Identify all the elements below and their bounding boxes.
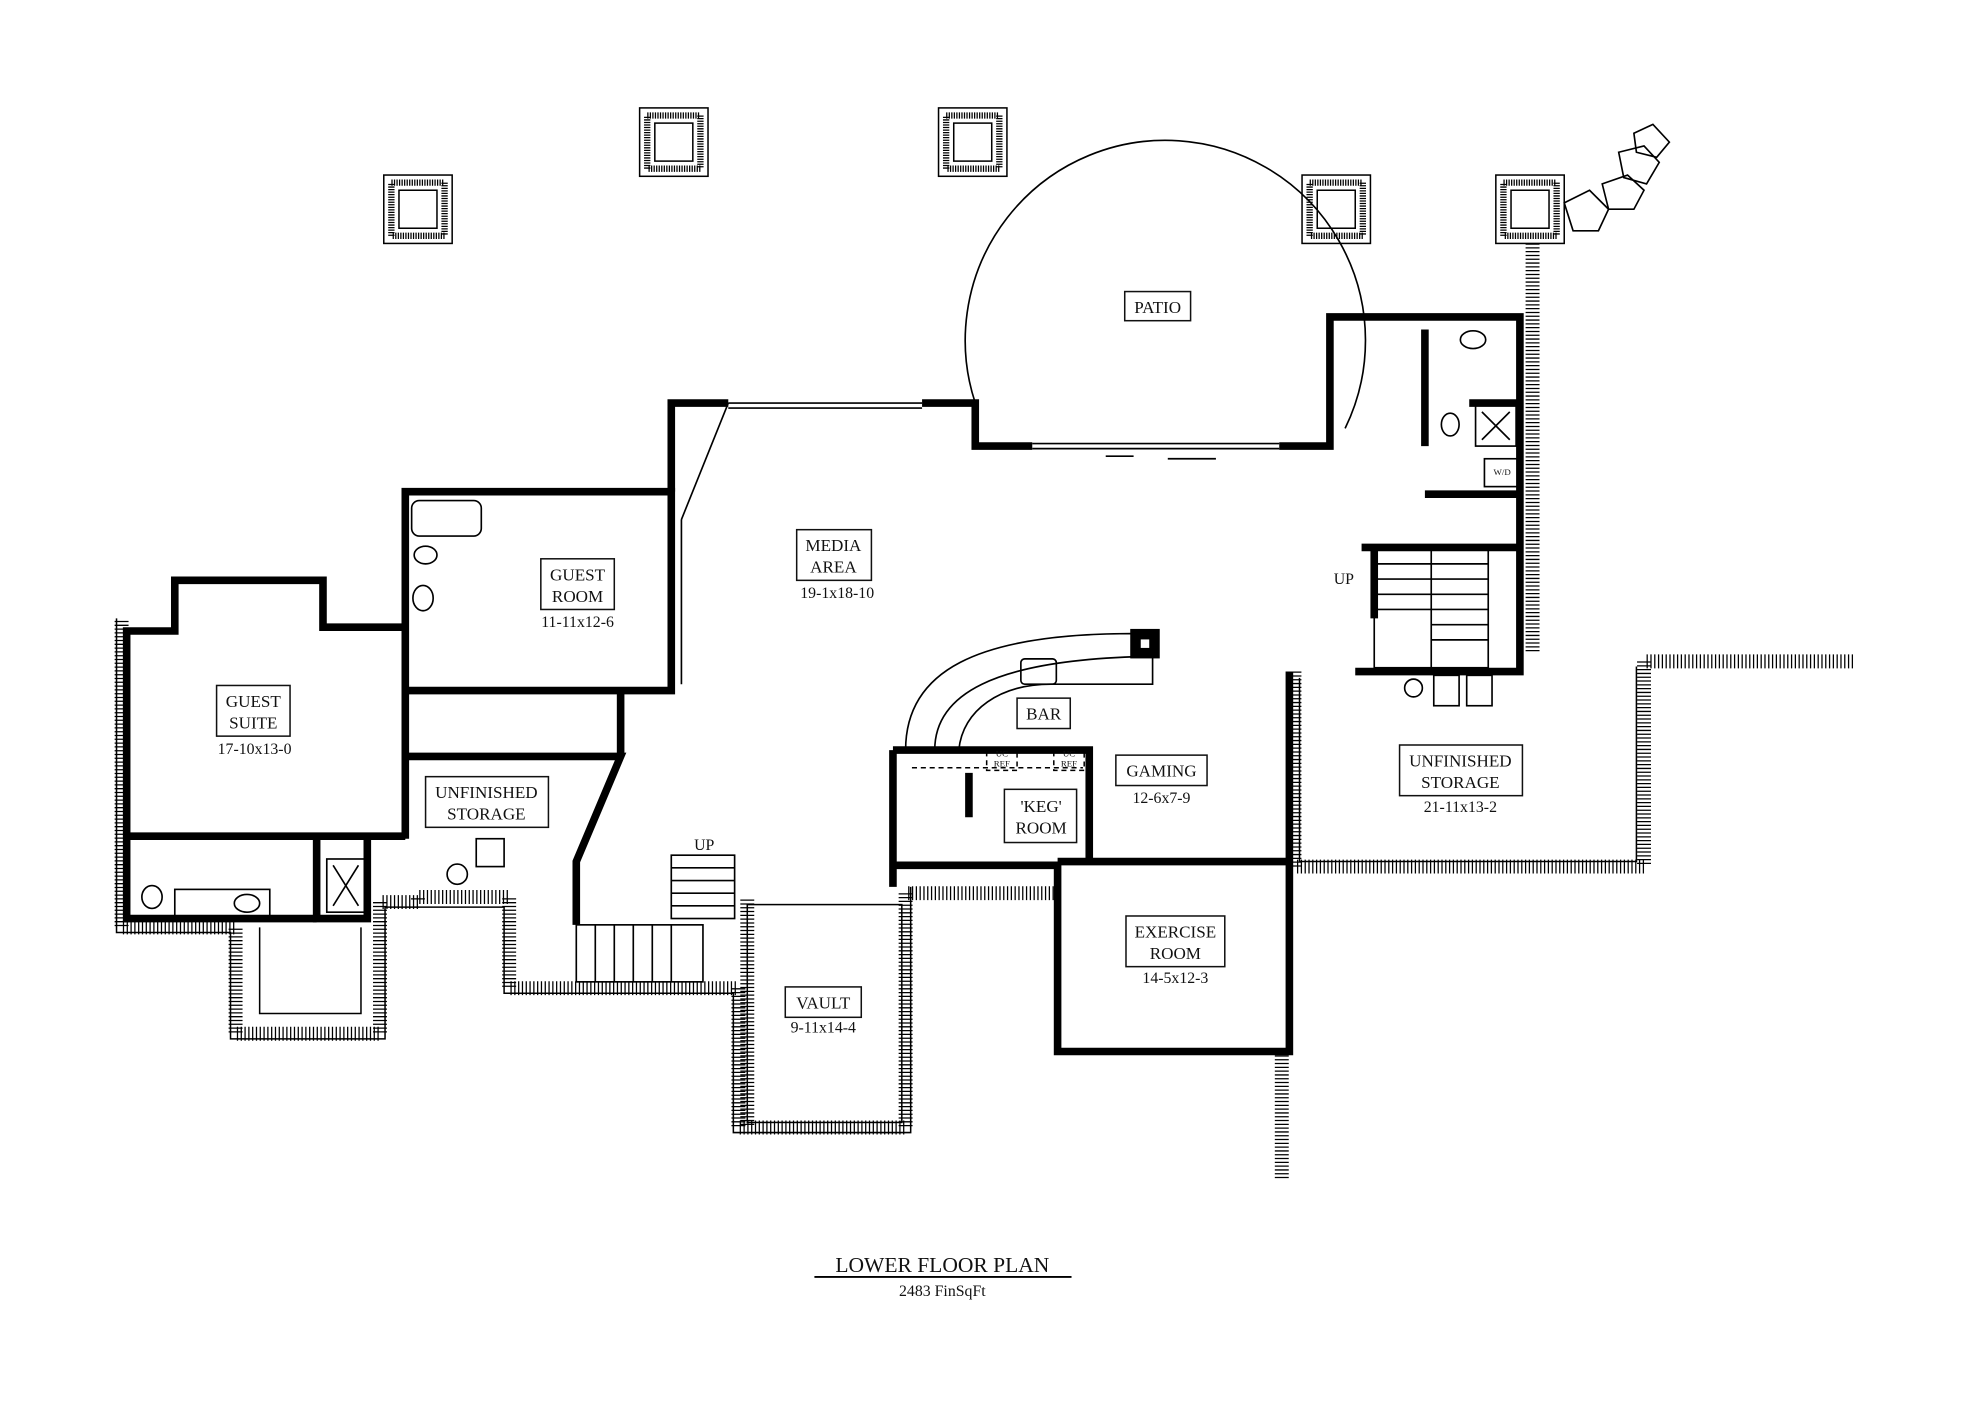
svg-text:STORAGE: STORAGE xyxy=(447,805,525,824)
bath-fixtures xyxy=(141,330,1519,919)
svg-text:VAULT: VAULT xyxy=(796,993,851,1012)
room-patio: PATIO xyxy=(1123,290,1192,322)
svg-text:EXERCISE: EXERCISE xyxy=(1135,923,1217,942)
stair-up-label: UP xyxy=(694,837,714,854)
svg-text:GUEST: GUEST xyxy=(550,565,606,584)
stepping-stones xyxy=(1563,123,1671,232)
stair-right xyxy=(1373,546,1490,669)
foundation-walls xyxy=(114,243,1856,1179)
svg-text:SUITE: SUITE xyxy=(229,714,277,733)
svg-text:UC: UC xyxy=(1063,748,1075,758)
room-exercise: EXERCISE ROOM 14-5x12-3 xyxy=(1125,915,1226,987)
svg-text:GAMING: GAMING xyxy=(1126,762,1196,781)
svg-text:11-11x12-6: 11-11x12-6 xyxy=(541,614,614,631)
pier xyxy=(1301,174,1372,245)
plan-subtitle: 2483 FinSqFt xyxy=(899,1283,986,1300)
svg-text:17-10x13-0: 17-10x13-0 xyxy=(218,741,292,758)
walls xyxy=(122,313,1524,1056)
room-guest-suite: GUEST SUITE 17-10x13-0 xyxy=(215,684,292,758)
svg-text:UNFINISHED: UNFINISHED xyxy=(435,783,537,802)
svg-text:9-11x14-4: 9-11x14-4 xyxy=(791,1020,856,1037)
bar-counter xyxy=(904,628,1160,772)
pier xyxy=(638,107,709,178)
pier xyxy=(937,107,1008,178)
svg-text:12-6x7-9: 12-6x7-9 xyxy=(1132,790,1190,807)
pier xyxy=(1495,174,1565,245)
svg-text:BAR: BAR xyxy=(1026,705,1062,724)
room-dims: 19-1x18-10 xyxy=(800,585,874,602)
room-bar: BAR xyxy=(1016,697,1072,730)
pier xyxy=(383,174,453,245)
stair-up-label: UP xyxy=(1334,571,1354,588)
patio-outline xyxy=(964,139,1367,429)
svg-text:14-5x12-3: 14-5x12-3 xyxy=(1142,970,1208,987)
svg-text:REF: REF xyxy=(1061,759,1077,769)
svg-text:REF: REF xyxy=(994,759,1010,769)
svg-text:UC: UC xyxy=(996,748,1008,758)
svg-text:'KEG': 'KEG' xyxy=(1020,797,1061,816)
room-name: PATIO xyxy=(1134,298,1181,317)
room-unfinished-storage-right: UNFINISHED STORAGE 21-11x13-2 xyxy=(1398,744,1524,816)
room-gaming: GAMING 12-6x7-9 xyxy=(1115,754,1208,807)
room-unfinished-storage-left: UNFINISHED STORAGE xyxy=(424,775,550,829)
svg-text:ROOM: ROOM xyxy=(1150,944,1201,963)
svg-text:GUEST: GUEST xyxy=(226,692,282,711)
svg-text:21-11x13-2: 21-11x13-2 xyxy=(1424,799,1497,816)
stair-left xyxy=(575,854,736,983)
svg-text:STORAGE: STORAGE xyxy=(1421,773,1499,792)
svg-text:MEDIA: MEDIA xyxy=(805,536,862,555)
washer-dryer-label: W/D xyxy=(1494,467,1512,477)
svg-text:UNFINISHED: UNFINISHED xyxy=(1409,752,1511,771)
room-vault: VAULT 9-11x14-4 xyxy=(784,986,863,1037)
room-keg: 'KEG' ROOM xyxy=(1003,788,1078,844)
svg-text:ROOM: ROOM xyxy=(1016,819,1067,838)
svg-text:AREA: AREA xyxy=(810,558,857,577)
column-piers xyxy=(383,107,1565,245)
room-media-area: MEDIA AREA 19-1x18-10 xyxy=(795,528,874,602)
svg-text:ROOM: ROOM xyxy=(552,587,603,606)
plan-title: LOWER FLOOR PLAN xyxy=(835,1253,1049,1277)
room-guest-room: GUEST ROOM 11-11x12-6 xyxy=(540,558,616,631)
